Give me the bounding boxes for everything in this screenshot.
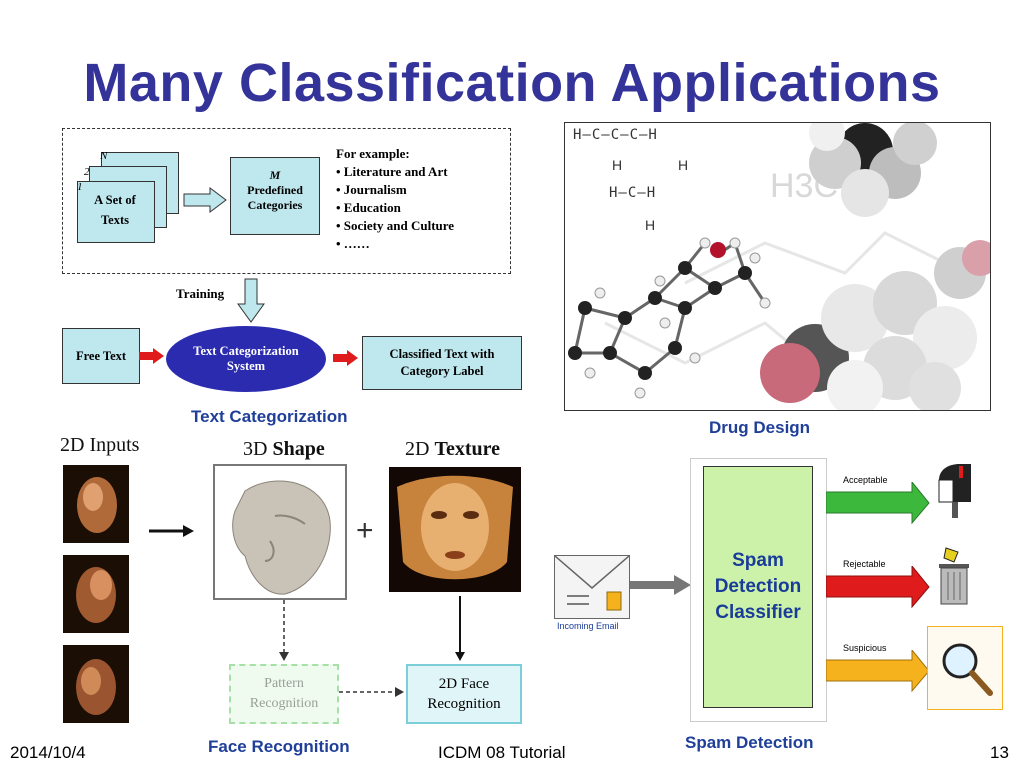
training-arrow (237, 278, 265, 323)
inputs-to-shape-arrow (149, 525, 194, 537)
face-input-3 (63, 645, 129, 723)
pattern-to-face-arrow (339, 687, 404, 697)
footer-date: 2014/10/4 (10, 743, 86, 762)
doc-n-label: N (100, 150, 108, 162)
suspicious-arrow (826, 650, 930, 692)
formula-row3: H—C—H (609, 185, 657, 201)
system-arrow (333, 350, 358, 366)
face-recognition-caption: Face Recognition (208, 737, 350, 756)
training-label: Training (176, 286, 225, 301)
text-categorization-caption: Text Categorization (191, 407, 348, 426)
formula-h-right: H (678, 157, 689, 173)
email-icon (554, 555, 630, 619)
doc-1-label: 1 (77, 181, 83, 193)
magnifier-icon-frame (927, 626, 1003, 710)
rejectable-label: Rejectable (843, 559, 886, 569)
training-region (62, 128, 511, 274)
footer-title: ICDM 08 Tutorial (438, 743, 566, 762)
example-list: For example: • Literature and Art • Jour… (336, 146, 455, 251)
docs-label: A Set of Texts (94, 193, 136, 227)
incoming-email-label: Incoming Email (557, 621, 619, 631)
shape-to-pattern-arrow (279, 600, 289, 661)
space-filling-top (809, 123, 937, 217)
formula-row1: H—C—C—C—H (573, 127, 658, 143)
texture-label: 2D Texture (405, 438, 501, 460)
formula-h-bottom: H (645, 217, 656, 233)
face-input-2 (63, 555, 129, 633)
doc-1 (77, 181, 155, 243)
spam-detection-caption: Spam Detection (685, 733, 814, 752)
2d-texture-image (389, 467, 521, 592)
acceptable-arrow (826, 482, 930, 524)
shape-label: 3D Shape (243, 438, 325, 460)
texture-to-face-arrow (455, 596, 465, 661)
magnifier-icon (942, 643, 993, 696)
suspicious-label: Suspicious (843, 643, 887, 653)
formula-h-left: H (612, 157, 623, 173)
doc-2-label: 2 (84, 166, 90, 178)
mailbox-icon (938, 464, 971, 518)
page-number: 13 (990, 743, 1009, 762)
space-filling-bottom (760, 240, 990, 410)
predefined-categories-box: M Predefined Categories (230, 157, 320, 235)
rejectable-arrow (826, 566, 930, 608)
acceptable-label: Acceptable (843, 475, 888, 485)
spam-classifier-box: Spam Detection Classifier (703, 466, 813, 708)
face-input-1 (63, 465, 129, 543)
3d-shape-image (213, 464, 347, 600)
drug-design-image: H—C—C—C—H H H H—C—H H H3C (564, 122, 991, 411)
slide-title: Many Classification Applications (83, 53, 941, 113)
email-to-classifier-arrow (630, 575, 691, 595)
free-text-box: Free Text (62, 328, 140, 384)
trash-can-icon (939, 547, 969, 605)
free-text-arrow (139, 348, 164, 364)
docs-to-categories-arrow (183, 187, 227, 213)
face-inputs-label: 2D Inputs (60, 434, 140, 456)
molecule-illustration (568, 123, 990, 410)
drug-design-caption: Drug Design (709, 418, 811, 437)
plus-sign: + (356, 514, 374, 547)
